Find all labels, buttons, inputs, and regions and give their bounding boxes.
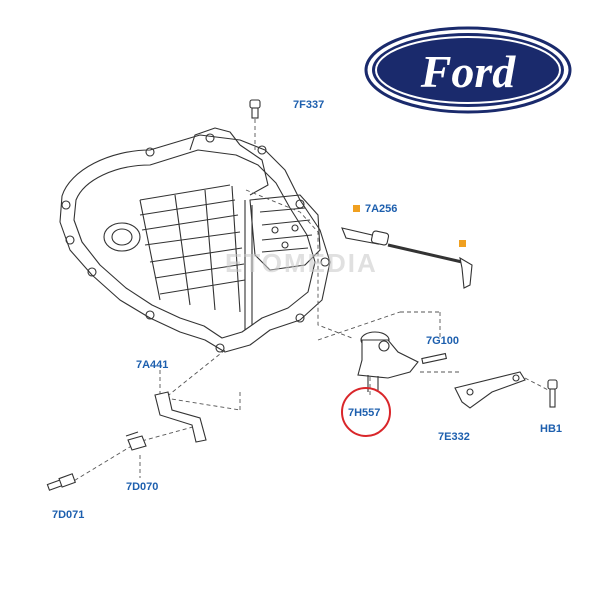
label-hb1: HB1: [540, 423, 562, 435]
logo-oval: [372, 33, 564, 107]
top-bolt: [249, 99, 261, 119]
selector-shaft: [341, 227, 473, 289]
watermark: ETOMEDIA: [225, 248, 378, 278]
marker-shaft-end: [459, 240, 466, 247]
label-7a441: 7A441: [136, 359, 168, 371]
bracket-7a441: [154, 391, 207, 443]
logo-text: Ford: [420, 46, 517, 97]
label-7e332: 7E332: [438, 431, 470, 443]
label-7f337: 7F337: [293, 99, 324, 111]
markers: [353, 205, 466, 247]
label-7d070: 7D070: [126, 481, 158, 493]
ford-logo: Ford: [364, 26, 572, 114]
highlight-circle-7h557: [341, 387, 391, 437]
part-labels: 7F337 7A256 7G100 7A441 7H557 7E332 HB1 …: [52, 99, 562, 521]
leader-lines: [71, 112, 553, 483]
marker-7a256: [353, 205, 360, 212]
screw-7d071: [46, 473, 76, 491]
label-7d071: 7D071: [52, 509, 84, 521]
logo-ring: [375, 36, 561, 104]
lever-assembly: [357, 331, 419, 392]
bolt-hb1: [547, 379, 558, 408]
link-7e332: [454, 371, 526, 409]
label-7h557: 7H557: [348, 407, 380, 419]
label-7g100: 7G100: [426, 335, 459, 347]
transmission-housing: [59, 127, 331, 353]
label-7a256: 7A256: [365, 203, 397, 215]
clip-7d070: [125, 431, 147, 451]
pin-7g100: [421, 352, 448, 365]
